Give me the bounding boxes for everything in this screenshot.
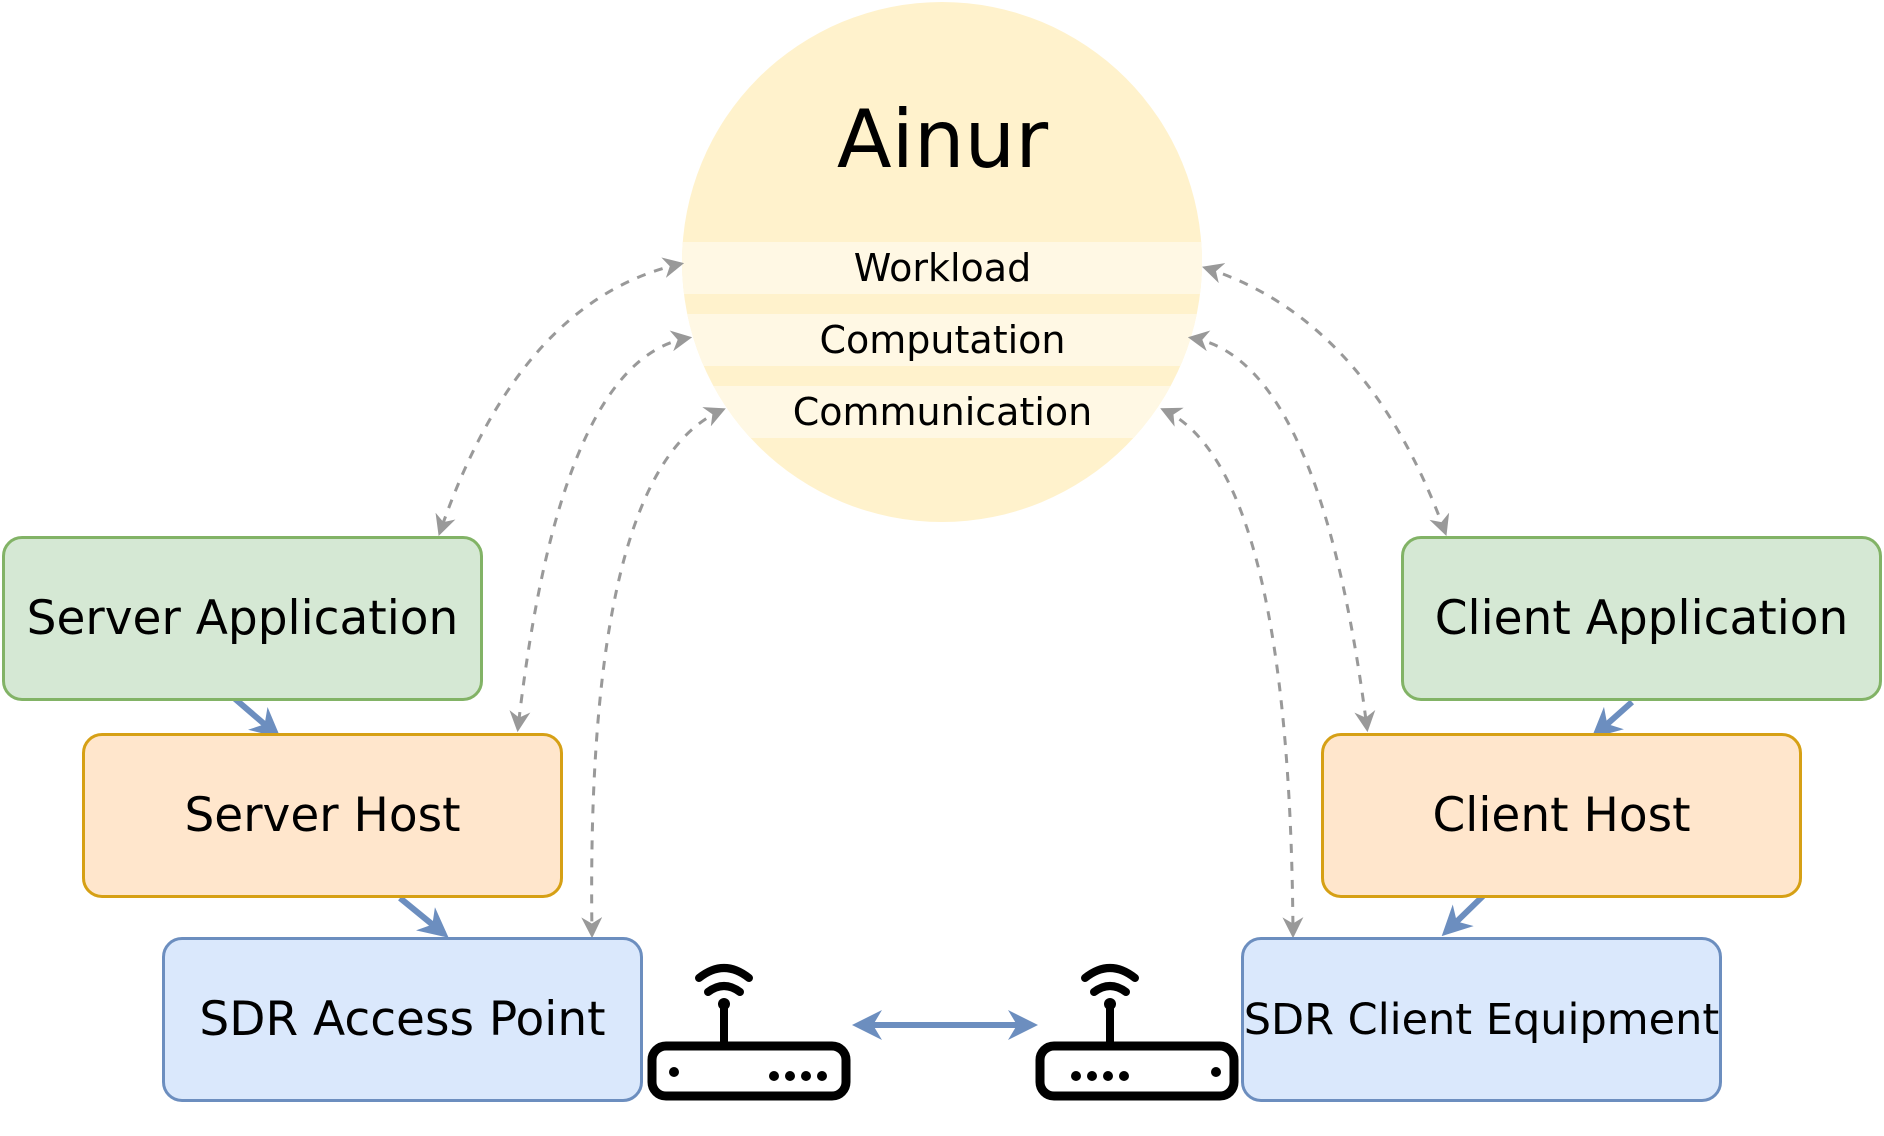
ainur-circle <box>682 2 1202 522</box>
server-application-label: Server Application <box>26 591 459 646</box>
layer-communication: Communication <box>792 390 1093 434</box>
client-application-box: Client Application <box>1401 536 1882 701</box>
dashed-arrow-communication-sdr-access-point <box>581 407 726 939</box>
dashed-arrow-workload-server-application <box>435 257 685 536</box>
sdr-access-point-box: SDR Access Point <box>162 937 643 1102</box>
client-application-label: Client Application <box>1434 591 1849 646</box>
wireless-router-icon <box>1035 964 1239 1101</box>
dashed-arrow-computation-client-host <box>1187 330 1376 733</box>
server-host-label: Server Host <box>184 788 461 843</box>
sdr-access-point-label: SDR Access Point <box>199 992 606 1047</box>
layer-workload: Workload <box>853 246 1032 290</box>
dashed-arrow-workload-client-application <box>1202 263 1450 536</box>
sdr-client-equipment-box: SDR Client Equipment <box>1241 937 1722 1102</box>
ainur-title: Ainur <box>836 93 1049 186</box>
workload-band <box>682 242 1202 294</box>
dashed-arrow-communication-sdr-client-equipment <box>1160 407 1304 939</box>
server-application-box: Server Application <box>2 536 483 701</box>
arrow-server-host-to-sdr <box>398 895 449 938</box>
server-host-box: Server Host <box>82 733 563 898</box>
sdr-client-equipment-label: SDR Client Equipment <box>1243 994 1720 1045</box>
layer-computation: Computation <box>819 318 1066 362</box>
arrow-server-application-to-host <box>232 695 281 738</box>
computation-band <box>682 314 1202 366</box>
communication-band <box>682 386 1202 438</box>
arrow-client-host-to-sdr <box>1441 893 1486 937</box>
client-host-label: Client Host <box>1432 788 1691 843</box>
client-host-box: Client Host <box>1321 733 1802 898</box>
wireless-router-icon <box>647 964 851 1101</box>
arrow-client-application-to-host <box>1591 699 1634 738</box>
